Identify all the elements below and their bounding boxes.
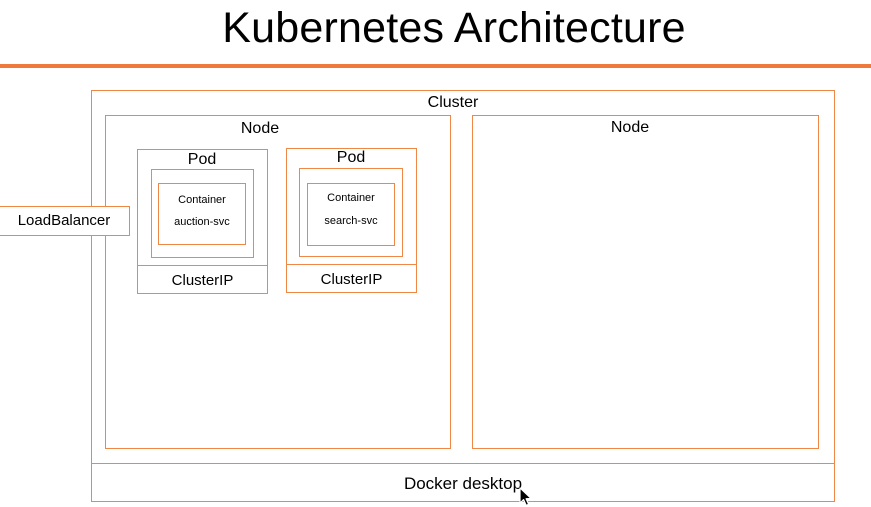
cluster-ip-label-1: ClusterIP [171, 272, 234, 289]
cluster-ip-box-2 [286, 264, 417, 293]
cluster-ip-label-2: ClusterIP [320, 271, 383, 288]
pod-label-2: Pod [336, 149, 366, 166]
title-divider [0, 64, 871, 68]
service-label-1: auction-svc [174, 216, 230, 228]
load-balancer-box [0, 206, 130, 236]
pod-label-1: Pod [187, 151, 217, 168]
node-label-2: Node [610, 119, 650, 136]
load-balancer-label: LoadBalancer [17, 212, 111, 229]
cluster-ip-box-1 [137, 265, 268, 294]
docker-desktop-box [91, 463, 835, 502]
node-label-1: Node [240, 120, 280, 137]
service-label-2: search-svc [324, 215, 378, 227]
mouse-cursor-icon [519, 487, 532, 506]
container-box-2 [307, 183, 395, 246]
node-box-1 [105, 115, 451, 449]
docker-desktop-label: Docker desktop [403, 474, 523, 493]
cluster-label: Cluster [427, 94, 479, 111]
page-title: Kubernetes Architecture [222, 4, 686, 52]
node-box-2 [472, 115, 819, 449]
pod-inner-box-2 [299, 168, 403, 257]
container-box-1 [158, 183, 246, 245]
container-label-1: Container [178, 194, 226, 206]
pod-inner-box-1 [151, 169, 254, 258]
container-label-2: Container [327, 192, 375, 204]
